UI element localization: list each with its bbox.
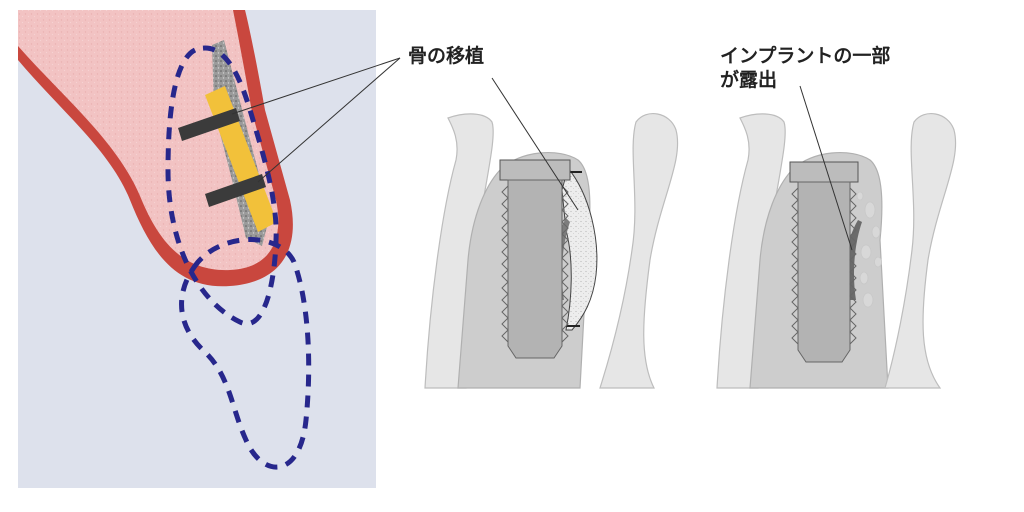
- left-panel: [18, 10, 376, 488]
- leader-implant-exposed: [799, 85, 853, 251]
- leader-graft-middle: [491, 77, 579, 211]
- implant-thread-left: [501, 185, 509, 343]
- dashed-outline-lower: [179, 237, 312, 470]
- fixation-screw-upper-icon: [178, 108, 240, 141]
- right-bone-layer-right: [884, 113, 957, 389]
- label-implant-exposed-line2: が露出: [720, 68, 777, 91]
- dashed-outline-upper: [165, 45, 279, 327]
- leader-graft-upper-screw: [231, 57, 401, 115]
- left-bone-layer: [424, 113, 494, 389]
- right-bone-layer: [599, 113, 679, 389]
- leader-lines: [231, 57, 853, 251]
- label-implant-exposed-line1: インプラントの一部: [720, 44, 890, 67]
- fixation-screw-lower-icon: [205, 174, 266, 207]
- label-bone-graft: 骨の移植: [408, 44, 484, 67]
- implant-thread-left-right: [791, 187, 799, 345]
- dental-implant-icon: [499, 159, 571, 359]
- bone-graft-region: [561, 166, 598, 331]
- right-panel: [716, 113, 957, 389]
- loose-graft-particles: [856, 191, 882, 308]
- implant-thread-right-right: [849, 187, 857, 345]
- implant-thread-right: [561, 185, 569, 343]
- left-bone-layer-right: [716, 113, 786, 389]
- middle-panel: [424, 113, 679, 389]
- dental-implant-right-icon: [789, 161, 859, 363]
- leader-graft-lower-screw: [257, 57, 401, 183]
